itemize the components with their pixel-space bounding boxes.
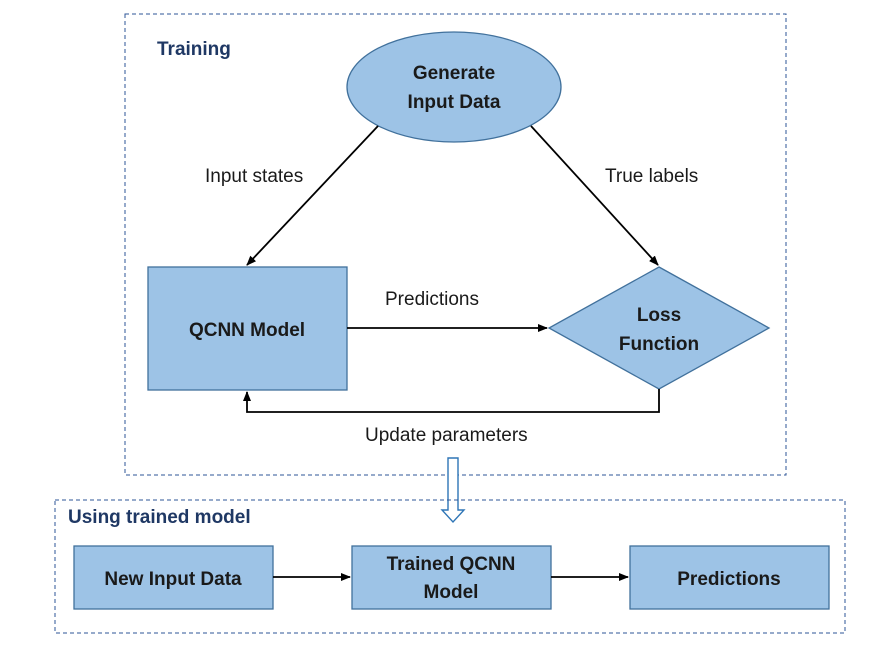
predictions-edge-label: Predictions <box>385 289 479 310</box>
loss-node-label-line2: Function <box>619 334 699 355</box>
new-input-data-node: New Input Data <box>73 545 274 610</box>
trained-qcnn-label-line1: Trained QCNN <box>387 554 516 575</box>
qcnn-model-node: QCNN Model <box>147 266 348 391</box>
new-input-data-label: New Input Data <box>104 569 242 590</box>
update-parameters-arrow <box>243 389 660 413</box>
loss-node-label-line1: Loss <box>637 305 681 326</box>
generate-node-label-line1: Generate <box>413 63 495 84</box>
update-parameters-label: Update parameters <box>365 425 528 446</box>
generate-node-label-line2: Input Data <box>408 92 501 113</box>
true-labels-label: True labels <box>605 166 698 187</box>
loss-function-node: Loss Function <box>547 266 771 390</box>
predictions-node: Predictions <box>629 545 830 610</box>
input-states-arrow <box>246 125 379 266</box>
trained-qcnn-model-node: Trained QCNN Model <box>351 545 552 610</box>
generate-input-data-node: Generate Input Data <box>346 31 562 143</box>
training-title: Training <box>157 39 231 60</box>
predictions-node-label: Predictions <box>677 569 780 590</box>
input-states-label: Input states <box>205 166 303 187</box>
qcnn-node-label: QCNN Model <box>189 320 305 341</box>
transition-arrow <box>440 457 466 524</box>
trained-qcnn-label-line2: Model <box>424 582 479 603</box>
true-labels-arrow <box>530 125 659 266</box>
using-trained-model-title: Using trained model <box>68 507 251 528</box>
using-trained-model-frame <box>54 499 846 634</box>
